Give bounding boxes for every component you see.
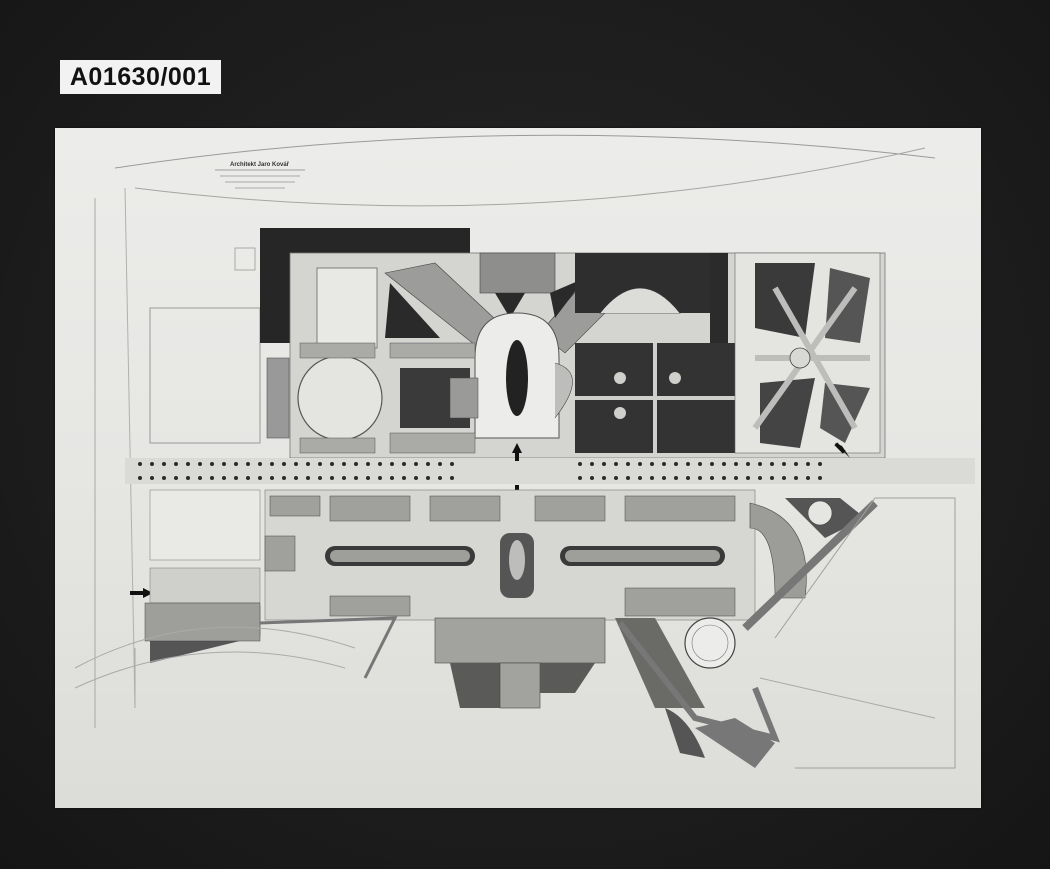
arena-circle [297, 355, 383, 441]
plan-photograph: Architekt Jaro Kovář [55, 128, 981, 808]
central-pool [506, 340, 528, 416]
plan-header-text: Architekt Jaro Kovář [230, 162, 290, 168]
round-pavilion [684, 617, 736, 669]
right-field [774, 497, 956, 769]
dark-block [260, 228, 470, 343]
archive-label: A01630/001 [60, 60, 221, 94]
central-avenue [125, 458, 975, 484]
site-plan-drawing: Architekt Jaro Kovář [74, 134, 975, 769]
left-lot [149, 307, 261, 444]
